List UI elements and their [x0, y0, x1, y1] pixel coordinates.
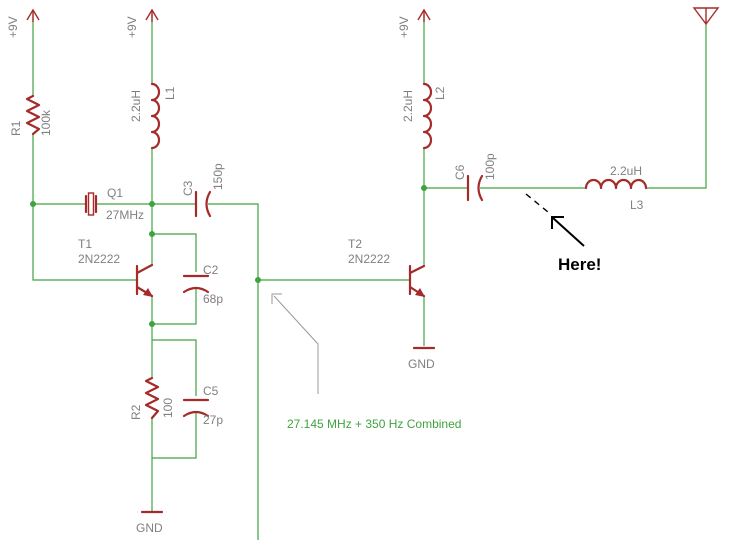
- capacitor-c5: C5 27p: [182, 384, 223, 427]
- supply-label-left: +9V: [6, 16, 20, 38]
- inductor-icon: [584, 178, 648, 190]
- ground-right: GND: [408, 346, 436, 371]
- inductor-icon: [422, 82, 433, 150]
- r1-ref: R1: [9, 120, 23, 136]
- q1-ref: Q1: [107, 186, 123, 200]
- junction-collector-c2: [149, 231, 155, 237]
- q1-value: 27MHz: [106, 208, 144, 222]
- transistor-t1: T1 2N2222: [78, 237, 154, 298]
- t1-value: 2N2222: [78, 252, 120, 266]
- capacitor-c3: C3 150p: [181, 163, 225, 218]
- capacitor-curved-plate-icon: [477, 174, 484, 202]
- crystal-body-icon: [87, 192, 95, 216]
- resistor-icon: [25, 94, 41, 136]
- inductor-l2: 2.2uH L2: [401, 82, 447, 150]
- c2-ref: C2: [203, 263, 219, 277]
- capacitor-c6: C6 100p: [453, 153, 497, 202]
- pointer-arrow-icon: [552, 217, 585, 247]
- t2-value: 2N2222: [348, 252, 390, 266]
- supply-left: +9V: [6, 8, 40, 38]
- l3-value: 2.2uH: [610, 164, 642, 178]
- annotation-combined: 27.145 MHz + 350 Hz Combined: [271, 293, 461, 431]
- emitter-arrow-icon: [415, 288, 425, 297]
- junction-emitter-c2: [149, 321, 155, 327]
- annotation-here: Here!: [525, 193, 601, 274]
- transistor-collector-icon: [135, 263, 154, 275]
- l3-ref: L3: [630, 198, 644, 212]
- junction-signal-t2: [255, 277, 261, 283]
- inductor-icon: [150, 82, 161, 150]
- c5-value: 27p: [203, 413, 223, 427]
- junction-r1-q1: [30, 201, 36, 207]
- here-note: Here!: [558, 255, 601, 274]
- c3-value: 150p: [211, 163, 225, 190]
- ground-label-left: GND: [136, 521, 163, 535]
- pointer-dash: [525, 193, 549, 213]
- c6-ref: C6: [453, 164, 467, 180]
- combined-signal-note: 27.145 MHz + 350 Hz Combined: [287, 417, 461, 431]
- inductor-l1: 2.2uH L1: [129, 82, 177, 150]
- resistor-r2: R2 100: [129, 376, 175, 420]
- supply-mid: +9V: [125, 8, 159, 38]
- transistor-t2: T2 2N2222: [348, 237, 426, 298]
- capacitor-c2: C2 68p: [182, 263, 223, 306]
- capacitor-curved-plate-icon: [205, 190, 212, 218]
- wire-c5-top: [152, 339, 197, 396]
- emitter-arrow-icon: [143, 288, 153, 297]
- c3-ref: C3: [181, 180, 195, 196]
- junctions: [30, 185, 427, 327]
- c5-ref: C5: [203, 384, 219, 398]
- supply-label-right: +9V: [397, 16, 411, 38]
- junction-collector-q1: [149, 201, 155, 207]
- transistor-collector-icon: [408, 264, 426, 275]
- ground-left: GND: [136, 510, 164, 535]
- wire-c5-bottom: [152, 412, 197, 459]
- capacitor-curved-plate-icon: [182, 410, 210, 418]
- junction-l2-c6: [421, 185, 427, 191]
- inductor-l3: 2.2uH L3: [584, 164, 648, 212]
- wires: [32, 14, 707, 540]
- resistor-r1: R1 100k: [9, 94, 53, 136]
- wire-c2-top: [152, 233, 197, 272]
- wire-c3-right: [208, 203, 259, 540]
- leader-line: [273, 295, 319, 394]
- l1-ref: L1: [163, 86, 177, 100]
- t2-ref: T2: [348, 237, 362, 251]
- ground-label-right: GND: [408, 357, 435, 371]
- antenna: [692, 7, 720, 26]
- l2-value: 2.2uH: [401, 90, 415, 122]
- resistor-icon: [144, 376, 160, 420]
- r2-ref: R2: [129, 404, 143, 420]
- leader-arrow-icon: [271, 293, 282, 304]
- supply-right: +9V: [397, 8, 431, 38]
- pointer-arrowhead-icon: [551, 216, 564, 229]
- supply-label-mid: +9V: [125, 16, 139, 38]
- l1-value: 2.2uH: [129, 90, 143, 122]
- c2-value: 68p: [203, 292, 223, 306]
- t1-ref: T1: [78, 237, 92, 251]
- l2-ref: L2: [433, 86, 447, 100]
- wire-t1-base: [32, 204, 137, 281]
- crystal-q1: Q1 27MHz: [84, 186, 144, 222]
- wire-l3-antenna: [646, 22, 707, 189]
- r1-value: 100k: [39, 109, 53, 136]
- capacitor-curved-plate-icon: [182, 286, 210, 294]
- c6-value: 100p: [483, 153, 497, 180]
- wire-c2-bottom: [152, 288, 197, 325]
- r2-value: 100: [161, 398, 175, 418]
